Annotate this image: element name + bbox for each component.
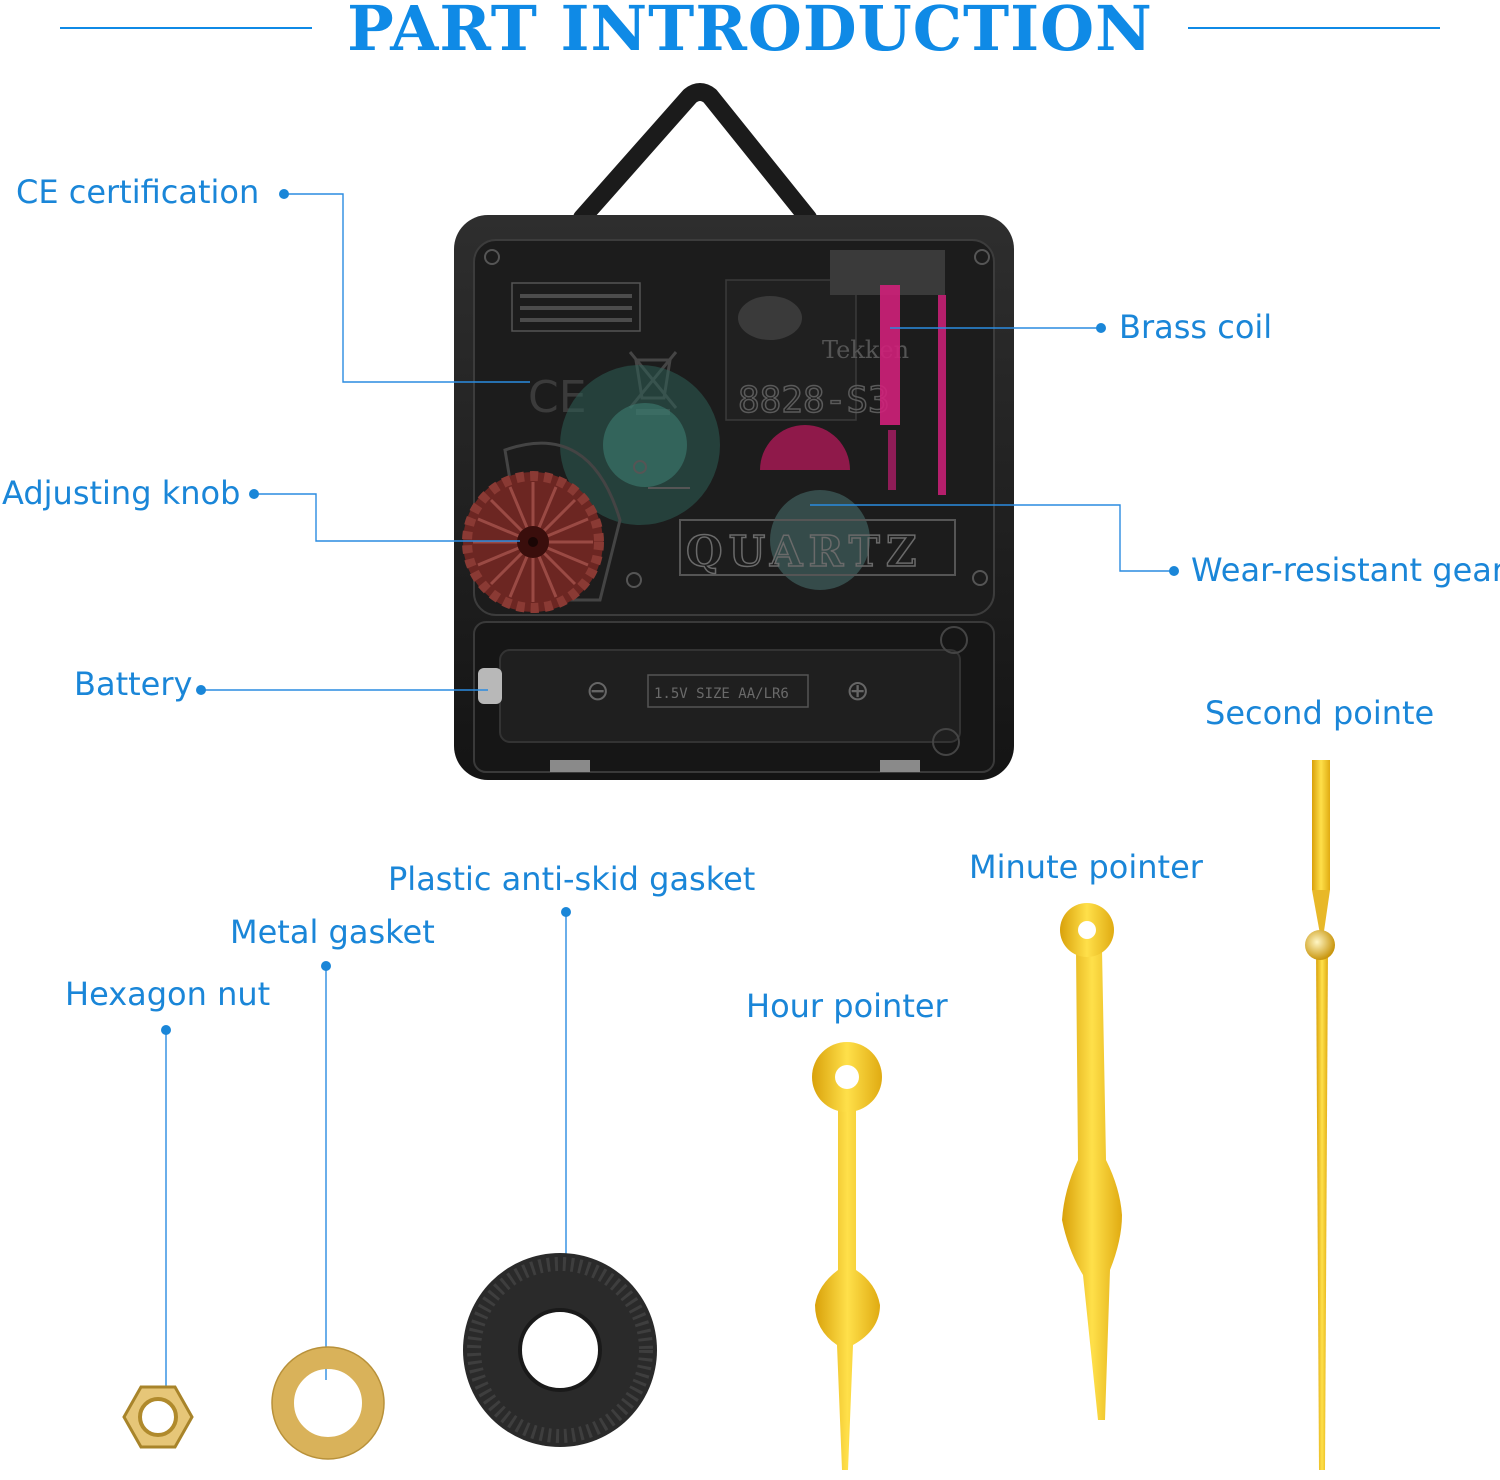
clock-movement: CE Tekken 8828-S3 QUARTZ xyxy=(454,83,1014,780)
label-wear-resistant-gear: Wear-resistant gear xyxy=(1191,551,1500,589)
hexagon-nut xyxy=(122,1385,194,1449)
label-second-pointe: Second pointe xyxy=(1205,694,1435,732)
quartz-stamp xyxy=(679,519,956,576)
label-brass-coil: Brass coil xyxy=(1119,308,1273,346)
gear-callout-line xyxy=(810,504,1174,572)
embossed-text-plate xyxy=(511,282,641,332)
label-minute-pointer: Minute pointer xyxy=(969,848,1203,886)
quartz-text: QUARTZ xyxy=(686,527,923,576)
label-hour-pointer: Hour pointer xyxy=(746,987,948,1025)
label-battery: Battery xyxy=(74,665,193,703)
title-rule-left xyxy=(60,27,312,29)
label-hexagon-nut: Hexagon nut xyxy=(65,975,271,1013)
model-number: 8828-S3 xyxy=(738,380,890,421)
label-ce-certification: CE certification xyxy=(16,173,260,211)
adjusting-knob xyxy=(462,471,604,613)
battery-contact xyxy=(478,668,502,704)
wear-resistant-gear-shape xyxy=(770,490,870,590)
battery-spec: 1.5V SIZE AA/LR6 xyxy=(654,686,789,702)
hour-pointer-hand xyxy=(812,1042,882,1470)
ce-callout-line xyxy=(284,193,530,383)
label-adjusting-knob: Adjusting knob xyxy=(2,474,241,512)
second-pointer-hand xyxy=(1305,760,1335,1470)
title-rule-right xyxy=(1188,27,1440,29)
page-title: PART INTRODUCTION xyxy=(347,0,1153,65)
minute-pointer-hand xyxy=(1060,903,1122,1420)
brass-coil xyxy=(880,285,900,425)
battery-plus-icon: ⊕ xyxy=(846,674,869,707)
label-plastic-anti-skid-gasket: Plastic anti-skid gasket xyxy=(388,860,756,898)
hanger-loop xyxy=(573,83,817,227)
knob-callout-line xyxy=(254,493,520,542)
callout-lines xyxy=(165,193,1174,1400)
metal-gasket xyxy=(271,1346,385,1460)
battery-minus-icon: ⊖ xyxy=(586,674,609,707)
label-metal-gasket: Metal gasket xyxy=(230,913,435,951)
callout-dots xyxy=(161,189,1179,1035)
plastic-anti-skid-gasket xyxy=(463,1253,657,1447)
